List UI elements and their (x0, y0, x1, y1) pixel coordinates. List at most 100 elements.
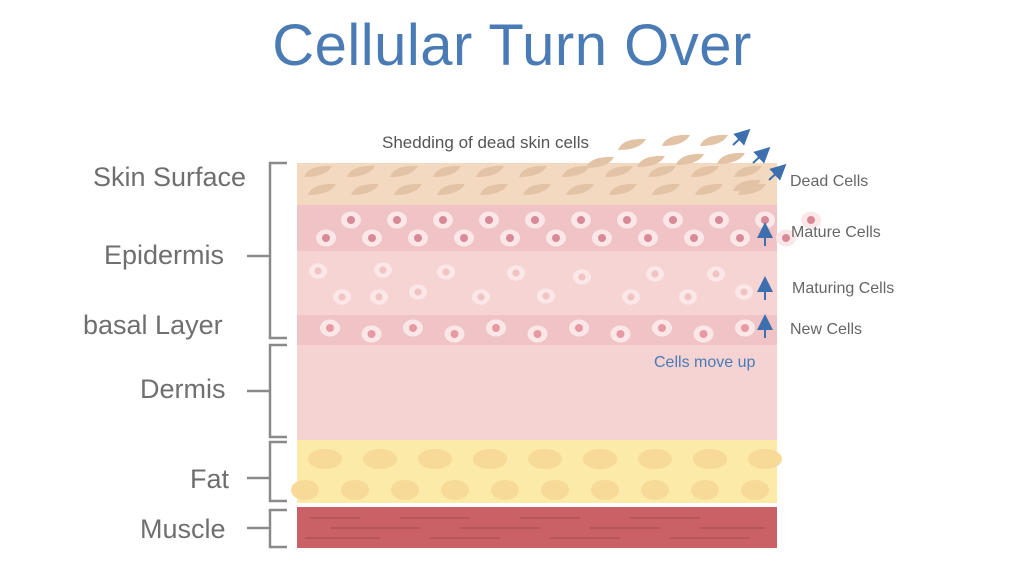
dead-skin-flake (605, 165, 633, 177)
dermis-layer (297, 345, 777, 440)
muscle-fibers (305, 517, 765, 539)
dead-skin-flake (609, 183, 637, 195)
fat-cell (541, 480, 569, 500)
fat-cell (638, 449, 672, 469)
dead-skin-flake (691, 165, 719, 177)
fat-cell (583, 449, 617, 469)
cell-nucleus (414, 234, 422, 242)
cell-nucleus (439, 216, 447, 224)
dead-skin-flake (351, 183, 379, 195)
dead-skin-flake (695, 183, 723, 195)
cell-nucleus (740, 288, 748, 296)
cell-nucleus (575, 324, 583, 332)
label-fat: Fat (190, 464, 230, 494)
cell-nucleus (623, 216, 631, 224)
dead-skin-flake (700, 134, 728, 146)
cell-nucleus (442, 268, 450, 276)
fat-cell (291, 480, 319, 500)
dead-skin-flake (437, 183, 465, 195)
fat-cell (341, 480, 369, 500)
cell-nucleus (460, 234, 468, 242)
cell-nucleus (690, 234, 698, 242)
arrow-icon (768, 163, 787, 181)
fat-cell (693, 449, 727, 469)
dead-skin-flake (717, 152, 745, 164)
shedding-arrows (732, 128, 787, 181)
epidermis-bracket (247, 161, 287, 340)
fat-cell (528, 449, 562, 469)
cell-nucleus (512, 269, 520, 277)
cell-nucleus (368, 234, 376, 242)
fat-cell (441, 480, 469, 500)
cell-nucleus (627, 293, 635, 301)
dead-skin-flake (586, 156, 614, 168)
cell-nucleus (347, 216, 355, 224)
arrow-icon (732, 128, 751, 146)
cell-nucleus (699, 330, 708, 338)
arrow-icon (752, 146, 771, 164)
fat-cell (473, 449, 507, 469)
dead-skin-flake (562, 165, 590, 177)
dead-skin-flake (676, 153, 704, 165)
dead-skin-flake (648, 165, 676, 177)
cell-nucleus (326, 324, 334, 332)
dead-skin-flake (566, 183, 594, 195)
cell-nucleus (578, 273, 586, 281)
cell-nucleus (531, 216, 539, 224)
cell-nucleus (485, 216, 493, 224)
dead-skin-flake (637, 155, 665, 167)
fat-cell (691, 480, 719, 500)
dead-skin-flake (476, 165, 504, 177)
fat-cell (391, 480, 419, 500)
cell-nucleus (598, 234, 606, 242)
dead-skin-flake (734, 165, 762, 177)
cell-nucleus (492, 324, 500, 332)
dead-skin-flake (433, 165, 461, 177)
fat-cell (363, 449, 397, 469)
dead-skin-flake (480, 183, 508, 195)
dead-skin-flake (733, 179, 761, 191)
cell-nucleus (669, 216, 677, 224)
shedding-label: Shedding of dead skin cells (382, 133, 589, 152)
cell-nucleus (782, 234, 790, 242)
cell-nucleus (314, 267, 322, 275)
cell-nucleus (414, 288, 422, 296)
cell-nucleus (644, 234, 652, 242)
dead-skin-flake (519, 165, 547, 177)
label-dead-cells: Dead Cells (790, 173, 869, 190)
label-epidermis: Epidermis (104, 240, 225, 270)
fat-bracket (247, 440, 287, 503)
dead-skin-flake (738, 183, 766, 195)
cell-nucleus (761, 216, 769, 224)
cell-nucleus (807, 216, 815, 224)
cell-nucleus (712, 270, 720, 278)
dead-skin-flake (304, 165, 332, 177)
cell-nucleus (741, 324, 749, 332)
dead-skin-flake (618, 138, 646, 150)
cell-nucleus (616, 330, 625, 338)
label-maturing-cells: Maturing Cells (792, 280, 895, 297)
fat-cell (741, 480, 769, 500)
cell-nucleus (393, 216, 401, 224)
cell-nucleus (322, 234, 330, 242)
cell-nucleus (379, 266, 387, 274)
label-basal-layer: basal Layer (83, 310, 223, 340)
cell-nucleus (477, 293, 485, 301)
cell-nucleus (506, 234, 514, 242)
cell-nucleus (409, 324, 417, 332)
cell-nucleus (542, 292, 550, 300)
cell-nucleus (338, 293, 346, 301)
maturing-cells-layer (297, 251, 777, 315)
cell-nucleus (533, 330, 542, 338)
dead-skin-flake (308, 183, 336, 195)
label-cells-move-up: Cells move up (654, 354, 756, 371)
dead-skin-flake (652, 183, 680, 195)
dead-skin-flake (347, 165, 375, 177)
cell-nucleus (658, 324, 666, 332)
cell-nucleus (577, 216, 585, 224)
label-new-cells: New Cells (790, 321, 863, 338)
fat-cell (591, 480, 619, 500)
fat-cell (748, 449, 782, 469)
fat-cell (491, 480, 519, 500)
